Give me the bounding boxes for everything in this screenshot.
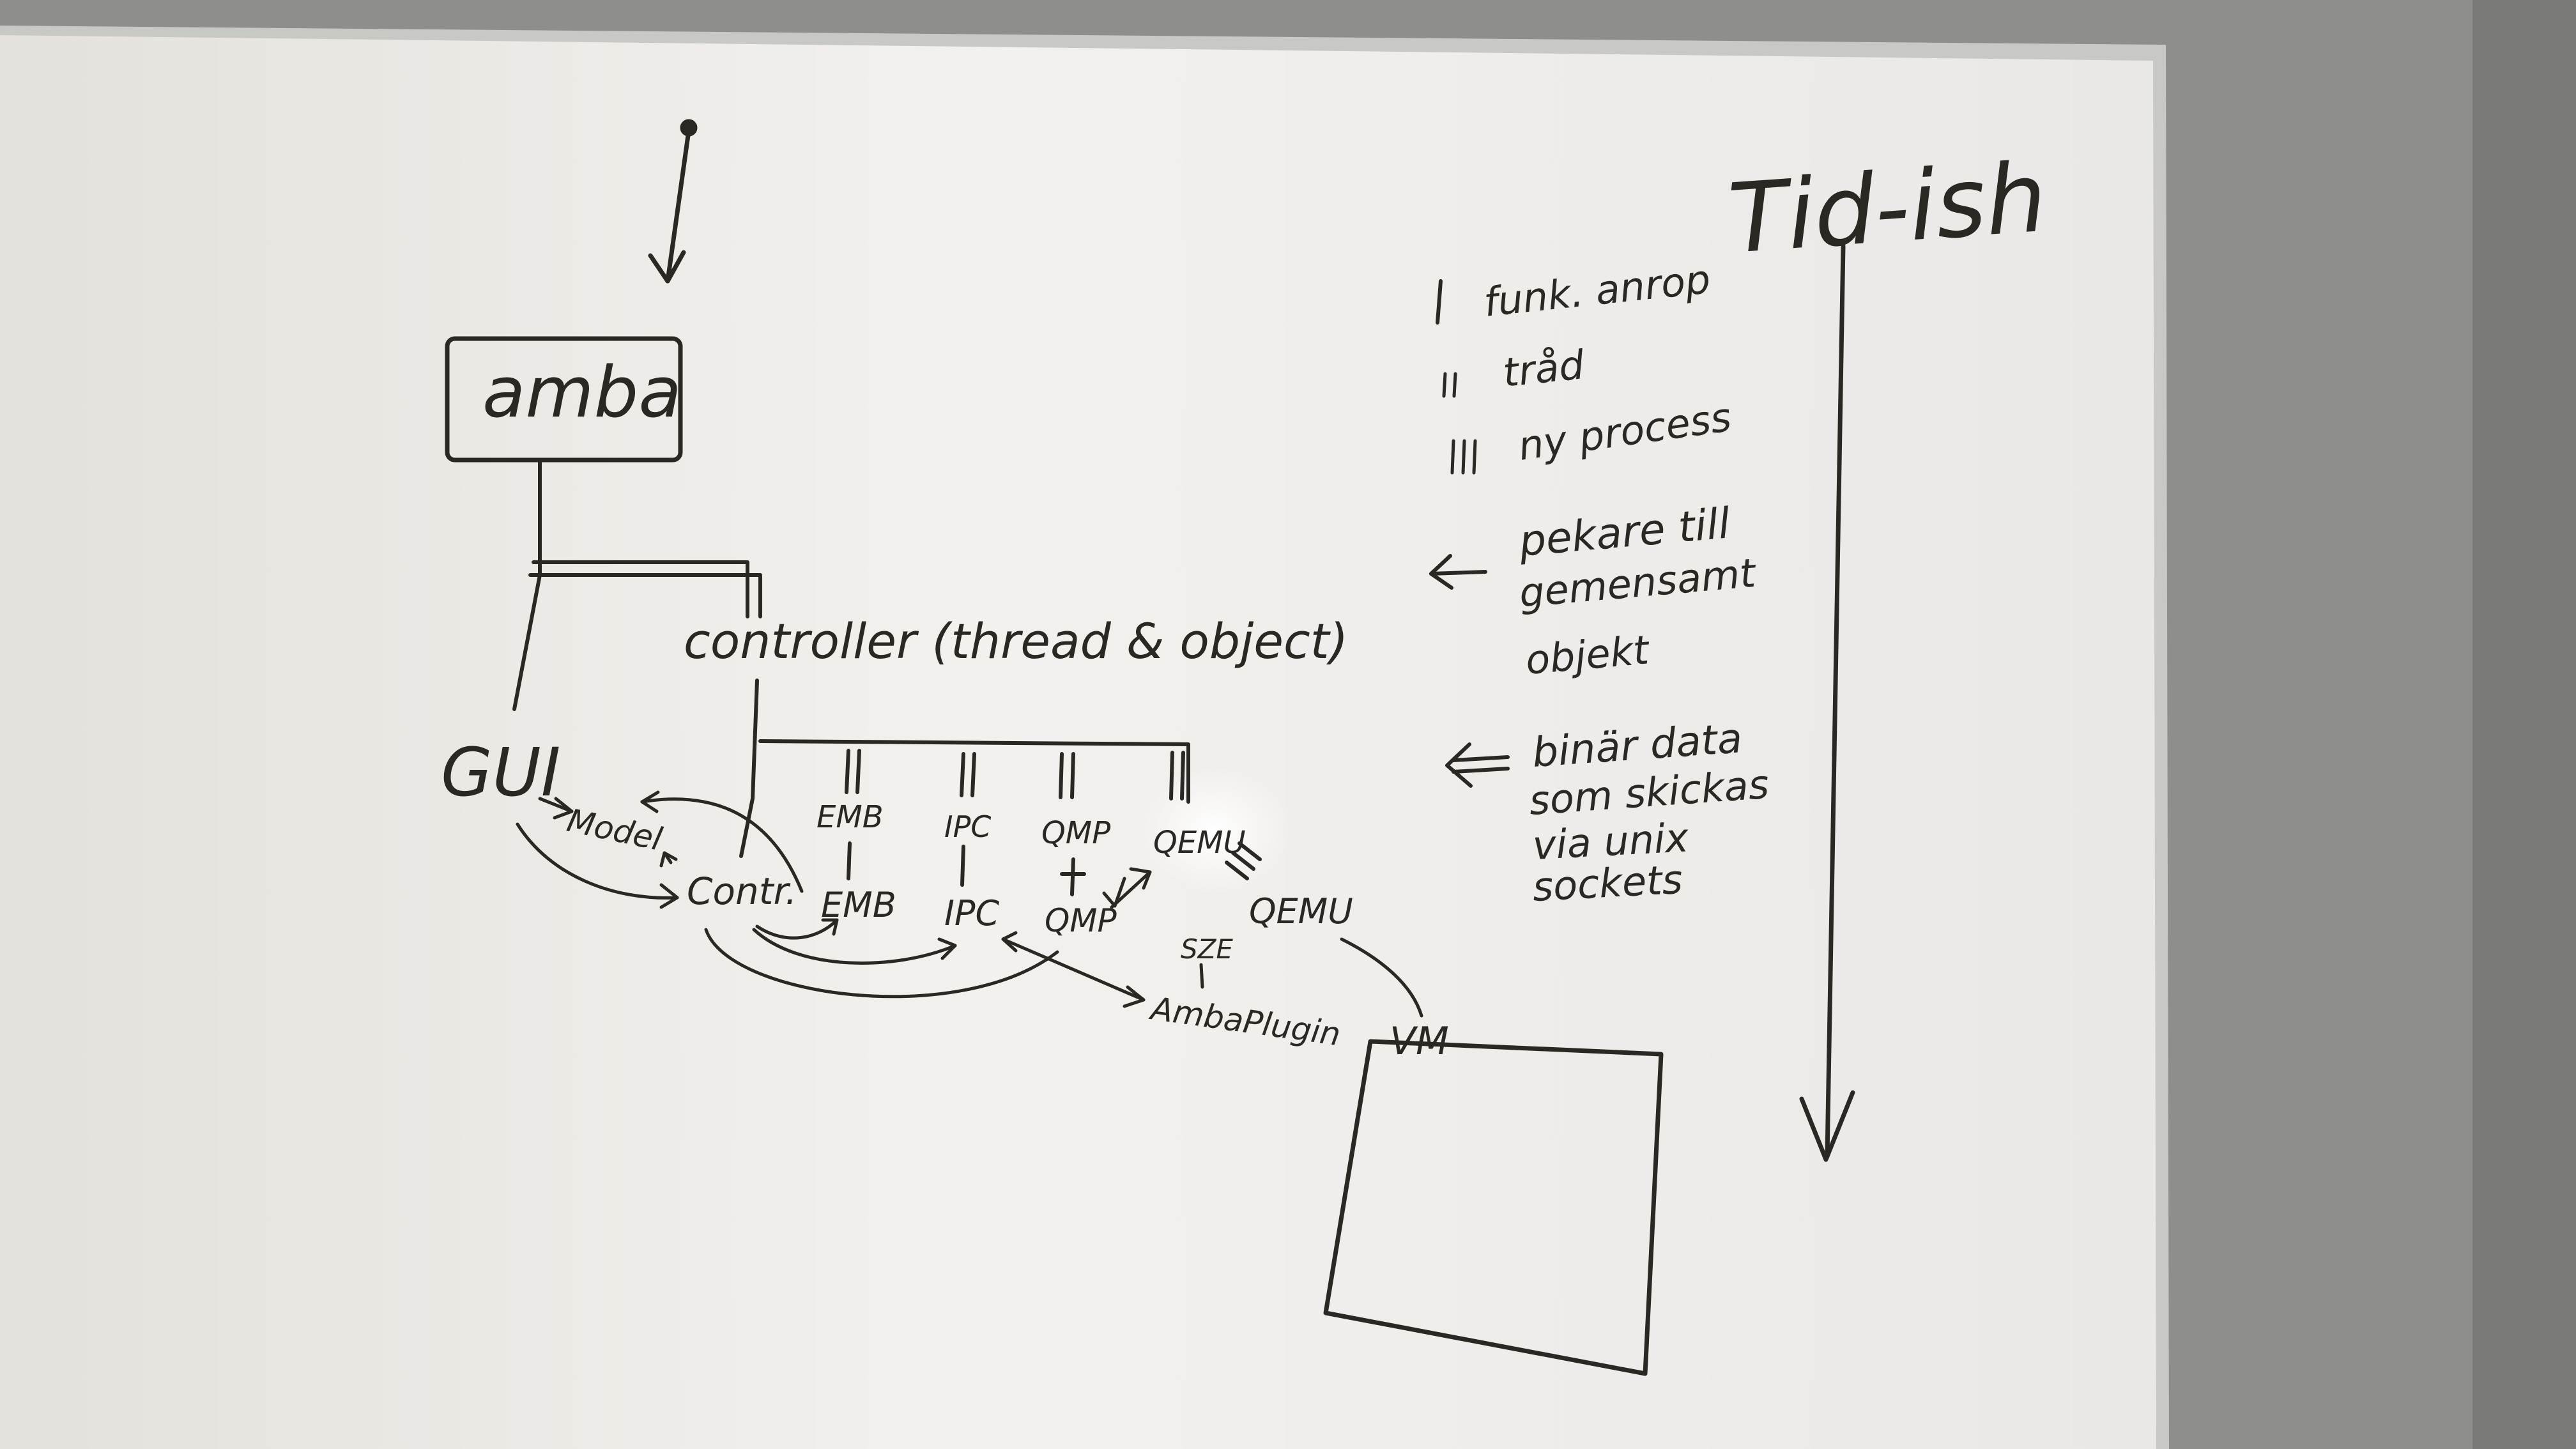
thread-qmp: QMP xyxy=(1041,815,1110,851)
legend-double-marker xyxy=(1442,372,1457,398)
thread-ipc: IPC xyxy=(944,809,991,844)
legend-triple-marker xyxy=(1450,439,1477,475)
sze-link xyxy=(1199,963,1204,989)
legend: funk. anrop tråd ny process pekare till … xyxy=(1429,256,1770,910)
sze-label: SZE xyxy=(1181,933,1233,965)
flow-arrows xyxy=(516,790,1423,1018)
time-arrow xyxy=(1799,243,1855,1162)
legend-binary-line4: sockets xyxy=(1531,856,1683,910)
vm-box xyxy=(1323,1039,1664,1376)
contr-label: Contr. xyxy=(687,870,797,913)
legend-pointer-arrow xyxy=(1429,554,1487,590)
new-process-marker xyxy=(1225,841,1262,880)
amba-label: amba xyxy=(482,351,682,433)
legend-single-marker xyxy=(1436,279,1443,325)
thread-emb: EMB xyxy=(816,799,884,835)
lower-qmp: QMP xyxy=(1045,902,1117,939)
wall-right xyxy=(2472,0,2576,1449)
legend-binary-arrow xyxy=(1445,742,1510,788)
amba-box xyxy=(445,336,683,463)
object-links xyxy=(847,841,1086,896)
vm-label: VM xyxy=(1390,1019,1449,1064)
controller-label: controller (thread & object) xyxy=(684,613,1348,670)
qemu-process-label: QEMU xyxy=(1249,891,1353,931)
thread-qemu: QEMU xyxy=(1153,825,1246,861)
legend-double-label: tråd xyxy=(1501,341,1587,396)
time-label: Tid-ish xyxy=(1725,142,2050,275)
legend-pointer-line3: objekt xyxy=(1524,626,1652,684)
entry-arrow xyxy=(648,119,698,284)
amba-connectors xyxy=(512,458,1190,858)
thread-markers xyxy=(845,749,1185,801)
lower-ipc: IPC xyxy=(944,893,999,933)
light-glare xyxy=(1137,767,1291,894)
legend-binary-line3: via unix xyxy=(1531,814,1690,869)
